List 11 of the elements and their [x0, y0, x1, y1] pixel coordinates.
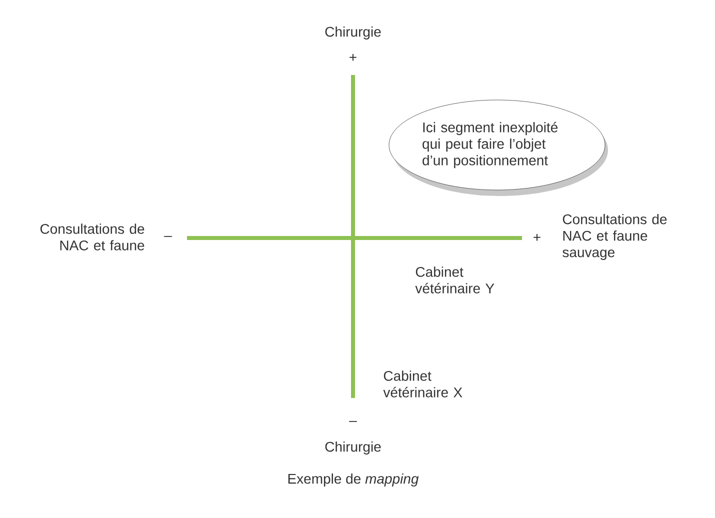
axis-sign: + — [534, 234, 540, 241]
axis-sign: + — [350, 54, 356, 61]
position-label: Cabinet vétérinaire X — [383, 370, 462, 398]
axis-label: Chirurgie — [325, 441, 381, 454]
axis-label: Chirurgie — [325, 26, 381, 40]
axis-label: Consultations de NAC et faune sauvage — [562, 214, 667, 260]
axis-sign: – — [164, 236, 172, 237]
axis-sign: – — [349, 420, 357, 422]
axis-label: Consultations de NAC et faune — [40, 224, 144, 250]
caption: Exemple de mapping — [288, 473, 419, 486]
position-label: Cabinet vétérinaire Y — [415, 266, 494, 294]
